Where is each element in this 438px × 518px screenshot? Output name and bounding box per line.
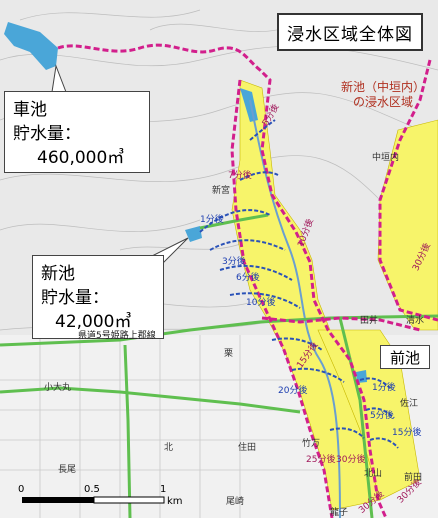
kuruma-volume: 460,000㎥ xyxy=(37,148,125,168)
annotation-line-2: の浸水区域 xyxy=(352,95,413,109)
scale-tick-0: 0 xyxy=(18,484,25,495)
time-mae-15min: 15分後 xyxy=(392,428,422,438)
place-kiyomizu: 清水 xyxy=(406,316,425,326)
scale-tick-half: 0.5 xyxy=(84,484,100,495)
time-kuruma-30min: 30分後 xyxy=(336,455,366,465)
place-tanoi: 田井 xyxy=(360,316,379,326)
mae-reservoir-callout: 前池 xyxy=(380,345,430,369)
nakagaito-annotation: 新池（中垣内） の浸水区域 xyxy=(328,80,438,110)
place-ryushi: 龍子 xyxy=(330,508,349,518)
place-oo: 尾崎 xyxy=(226,497,245,507)
road-grid xyxy=(0,335,330,518)
time-mae-5min: 5分後 xyxy=(370,411,394,421)
place-sumida: 住田 xyxy=(238,443,257,453)
place-kodaimaru: 小大丸 xyxy=(44,383,72,393)
shin-reservoir-callout: 新池 貯水量： 42,000㎥ xyxy=(32,255,164,339)
place-saetomi: 佐江 xyxy=(400,399,419,409)
map-title: 浸水区域全体図 xyxy=(277,13,423,51)
place-kuri: 栗 xyxy=(224,349,234,359)
time-shin-10min: 10分後 xyxy=(246,298,276,308)
shin-volume-label: 貯水量： xyxy=(41,288,109,308)
kuruma-name: 車池 xyxy=(13,100,47,120)
kuruma-reservoir-callout: 車池 貯水量： 460,000㎥ xyxy=(4,91,150,173)
time-kuruma-20min: 20分後 xyxy=(278,386,308,396)
time-shin-6min: 6分後 xyxy=(236,273,260,283)
place-kitakita: 北 xyxy=(164,443,174,453)
shin-name: 新池 xyxy=(41,264,75,284)
place-nakagaito: 中垣内 xyxy=(372,153,400,163)
time-shin-1min: 1分後 xyxy=(200,215,224,225)
time-kuruma-25min: 25分後 xyxy=(306,455,336,465)
scale-unit: km xyxy=(167,496,183,507)
place-kenmichi: 県道5号姫路上郡線 xyxy=(78,331,156,341)
annotation-line-1: 新池（中垣内） xyxy=(340,80,425,94)
scale-bar xyxy=(22,496,165,504)
kuruma-pond xyxy=(4,22,58,70)
scale-tick-1: 1 xyxy=(160,484,167,495)
time-shin-3min: 3分後 xyxy=(222,257,246,267)
place-shingu: 新宮 xyxy=(212,186,231,196)
time-kuruma-7min: 7分後 xyxy=(228,171,252,181)
river xyxy=(249,99,341,518)
time-contours xyxy=(199,119,399,449)
mae-pond xyxy=(356,370,367,383)
time-mae-1min: 1分後 xyxy=(372,383,396,393)
inundation-border xyxy=(57,43,438,518)
place-nagao: 長尾 xyxy=(58,465,77,475)
shin-pond xyxy=(185,226,202,242)
place-kitayama: 北山 xyxy=(364,469,383,479)
scale-bar-white xyxy=(93,496,165,504)
shin-volume: 42,000㎥ xyxy=(55,312,132,332)
place-takeda: 竹万 xyxy=(302,439,321,449)
scale-bar-black xyxy=(22,497,94,503)
place-maeda: 前田 xyxy=(404,473,423,483)
kuruma-volume-label: 貯水量： xyxy=(13,124,81,144)
